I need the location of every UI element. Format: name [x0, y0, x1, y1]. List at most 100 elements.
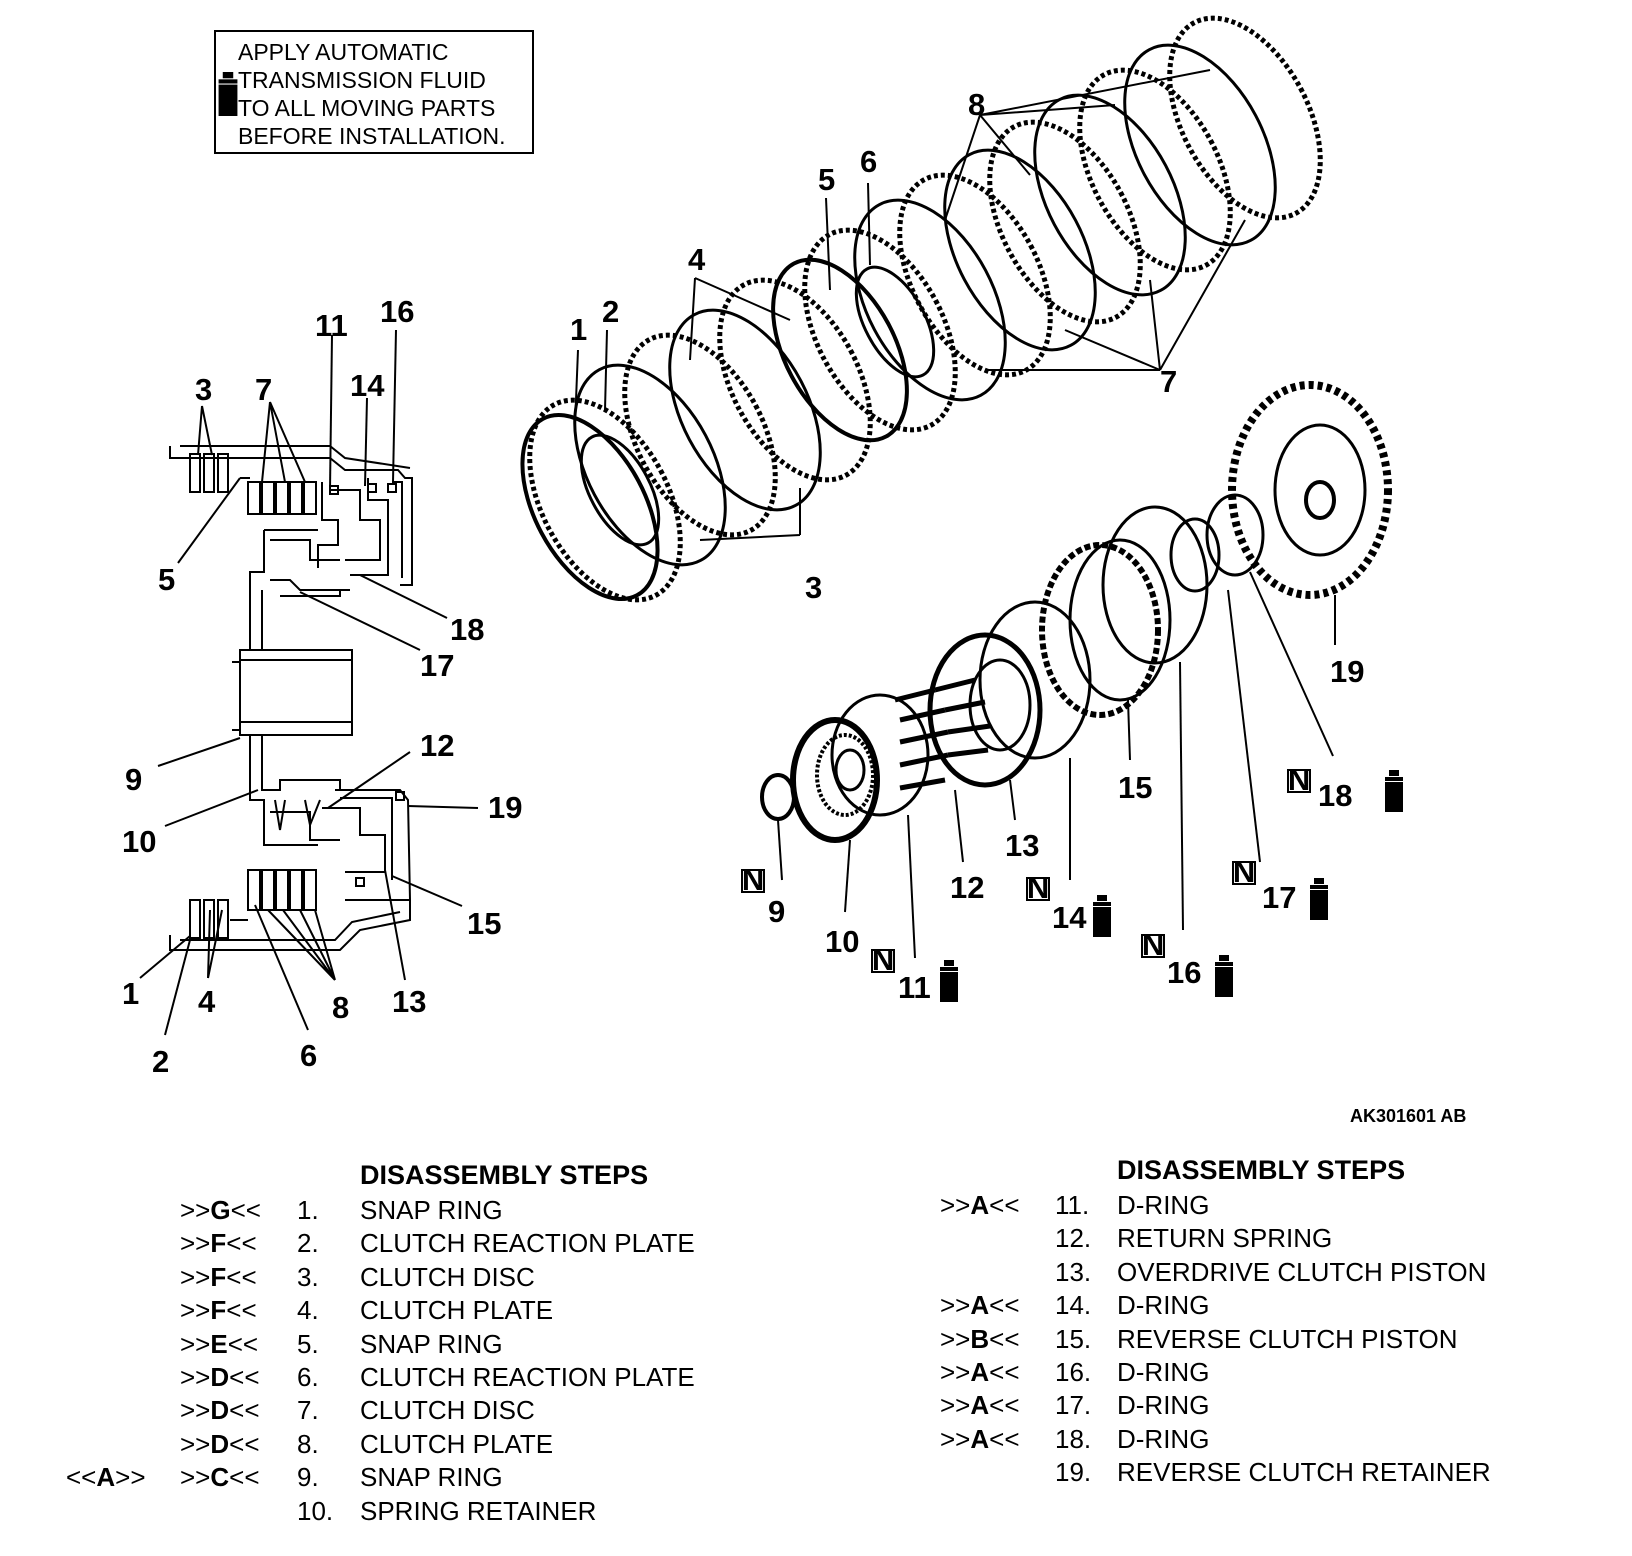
- callout-12-exploded: 12: [950, 870, 984, 905]
- new-part-mark-11: N: [871, 942, 895, 977]
- callout-13-exploded: 13: [1005, 828, 1039, 863]
- step-number: 15.: [1055, 1323, 1092, 1354]
- step-row: 19.REVERSE CLUTCH RETAINER: [920, 1457, 1620, 1490]
- n-mark-text: N: [1142, 927, 1164, 962]
- callout-8-left: 8: [332, 990, 349, 1025]
- step-part-name: REVERSE CLUTCH PISTON: [1117, 1323, 1458, 1354]
- callout-9-exploded: 9: [768, 894, 785, 929]
- new-part-mark-9: N: [741, 862, 765, 897]
- step-number: 3.: [297, 1261, 319, 1292]
- step-part-name: SNAP RING: [360, 1195, 503, 1225]
- step-ref: >>D<<: [180, 1362, 260, 1392]
- callout-1-left: 1: [122, 976, 139, 1011]
- step-number: 9.: [297, 1462, 319, 1493]
- callout-10-left: 10: [122, 824, 156, 859]
- step-row: >>B<<15.REVERSE CLUTCH PISTON: [920, 1324, 1620, 1357]
- step-part-name: CLUTCH REACTION PLATE: [360, 1362, 695, 1392]
- step-row: >>A<< 18. D-RING: [920, 1424, 1620, 1457]
- callout-15-left: 15: [467, 906, 501, 941]
- callout-16-left: 16: [380, 294, 414, 329]
- step-row: >>F<<4.CLUTCH PLATE: [0, 1295, 760, 1328]
- callout-11-left: 11: [315, 308, 348, 343]
- exploded-leaders-lower: [777, 571, 1336, 959]
- callout-13-left: 13: [392, 984, 426, 1019]
- fluid-bottle-icon: [1215, 955, 1233, 997]
- step-ref: >>A<<: [940, 1290, 1020, 1321]
- step-row: >>G<<1.SNAP RING: [0, 1195, 760, 1228]
- step-row: >>D<<8.CLUTCH PLATE: [0, 1429, 760, 1462]
- fluid-bottle-icon: [218, 72, 238, 116]
- cross-section-callouts: 3 7 11 14 16 5 18 17 12 9 19 10 15 1 4 8…: [122, 294, 522, 1079]
- cross-section-view: [169, 445, 413, 951]
- callout-5-left: 5: [158, 562, 175, 597]
- new-part-mark-17: N: [1232, 854, 1256, 889]
- n-mark-text: N: [1233, 854, 1255, 889]
- step-ref: >>F<<: [180, 1295, 257, 1326]
- callout-4-left: 4: [198, 984, 216, 1019]
- step-ref: >>C<<: [180, 1462, 260, 1493]
- steps-left-title: DISASSEMBLY STEPS: [360, 1160, 649, 1190]
- step-part-name: D-RING: [1117, 1423, 1210, 1454]
- step-ref: >>A<<: [940, 1423, 1020, 1454]
- step-part-name: CLUTCH REACTION PLATE: [360, 1228, 695, 1259]
- step-ref: >>A<<: [940, 1190, 1020, 1220]
- step-row: 12.RETURN SPRING: [920, 1223, 1620, 1256]
- new-part-mark-14: N: [1026, 870, 1050, 905]
- callout-4-exploded: 4: [688, 242, 706, 277]
- step-part-name: CLUTCH DISC: [360, 1395, 535, 1426]
- new-part-marks: N N N N N N: [741, 762, 1311, 977]
- step-ref: >>F<<: [180, 1261, 257, 1292]
- fluid-bottle-icon: [1385, 770, 1403, 812]
- step-number: 2.: [297, 1228, 319, 1259]
- callout-2-left: 2: [152, 1044, 169, 1079]
- fluid-bottle-icon: [1310, 878, 1328, 920]
- step-part-name: D-RING: [1117, 1357, 1210, 1387]
- cross-section-leaders: [139, 329, 479, 1036]
- callout-14-left: 14: [350, 368, 385, 403]
- figure-id: AK301601 AB: [1350, 1106, 1466, 1126]
- n-mark-text: N: [742, 862, 764, 897]
- step-number: 14.: [1055, 1290, 1092, 1321]
- new-part-mark-18: N: [1287, 762, 1311, 797]
- n-mark-text: N: [872, 942, 894, 977]
- step-number: 5.: [297, 1328, 319, 1359]
- callout-19-left: 19: [488, 790, 522, 825]
- step-row: >>F<<2.CLUTCH REACTION PLATE: [0, 1228, 760, 1261]
- step-row: >>F<< 3. CLUTCH DISC: [0, 1262, 760, 1295]
- step-part-name: CLUTCH DISC: [360, 1261, 535, 1292]
- n-mark-text: N: [1288, 762, 1310, 797]
- callout-6-exploded: 6: [860, 144, 877, 179]
- step-number: 8.: [297, 1428, 319, 1459]
- callout-7-left: 7: [255, 372, 272, 407]
- step-row: >>A<<16.D-RING: [920, 1357, 1620, 1390]
- callout-12-left: 12: [420, 728, 454, 763]
- callout-19-exploded: 19: [1330, 654, 1364, 689]
- callout-7-exploded: 7: [1160, 364, 1177, 399]
- step-row: >>E<<5.SNAP RING: [0, 1329, 760, 1362]
- step-part-name: REVERSE CLUTCH RETAINER: [1117, 1457, 1491, 1488]
- step-part-name: OVERDRIVE CLUTCH PISTON: [1117, 1256, 1487, 1287]
- step-ref: >>D<<: [180, 1395, 260, 1426]
- fluid-note-text: APPLY AUTOMATIC TRANSMISSION FLUID TO AL…: [238, 39, 506, 149]
- step-row: <<A>>>>C<<9.SNAP RING: [0, 1462, 760, 1495]
- step-row: 10.SPRING RETAINER: [0, 1496, 760, 1529]
- step-number: 17.: [1055, 1390, 1092, 1421]
- step-part-name: D-RING: [1117, 1390, 1210, 1421]
- callout-14-exploded: 14: [1052, 900, 1087, 935]
- exploded-view-diagram: N N N N N N 3 7 11: [122, 15, 1466, 1126]
- step-part-name: CLUTCH PLATE: [360, 1295, 554, 1326]
- step-number: 1.: [297, 1195, 319, 1225]
- exploded-view-piston-assembly: [760, 381, 1392, 843]
- exploded-view-clutch-pack: [520, 15, 1323, 603]
- callout-2-exploded: 2: [602, 294, 619, 329]
- step-part-name: CLUTCH PLATE: [360, 1428, 554, 1459]
- callout-15-exploded: 15: [1118, 770, 1152, 805]
- step-number: 6.: [297, 1362, 319, 1392]
- step-pre-ref: <<A>>: [66, 1462, 146, 1493]
- step-number: 16.: [1055, 1357, 1092, 1387]
- step-ref: >>A<<: [940, 1390, 1020, 1421]
- fluid-bottle-icon: [1093, 895, 1111, 937]
- callout-18-exploded: 18: [1318, 778, 1352, 813]
- step-number: 18.: [1055, 1423, 1092, 1454]
- fluid-note-box: APPLY AUTOMATIC TRANSMISSION FLUID TO AL…: [214, 30, 534, 154]
